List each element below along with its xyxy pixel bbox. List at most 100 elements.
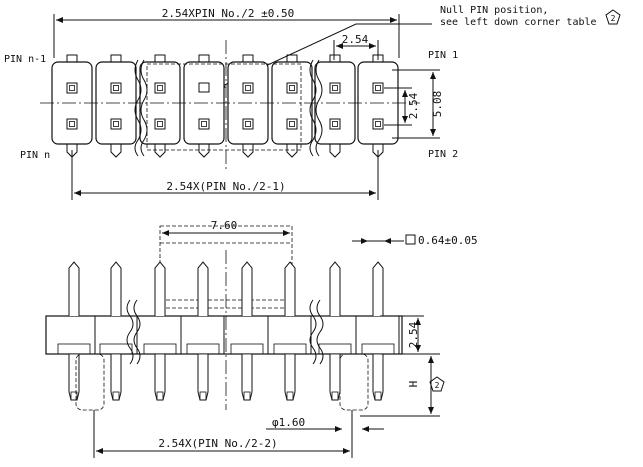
dim-pitch: [333, 40, 379, 60]
dim-h-label: H: [407, 381, 420, 388]
square-icon: [405, 234, 416, 245]
label-pin-2: PIN 2: [428, 149, 458, 160]
top-pin-tail: [242, 144, 254, 158]
top-pin-head: [154, 54, 166, 62]
top-pin-tail: [154, 144, 166, 158]
side-pin-tip: [70, 391, 78, 401]
dim-outer-height: [392, 69, 440, 139]
top-pin-tail: [110, 144, 122, 158]
pin-square: [329, 118, 341, 130]
side-pin-tip: [199, 391, 207, 401]
dim-width-label: 7.60: [211, 219, 238, 232]
note-badge-icon: 2: [605, 9, 621, 25]
pin-square-inner: [69, 85, 75, 91]
dim-h: [360, 356, 440, 417]
top-break-marks: [134, 59, 323, 157]
top-pin-head: [242, 54, 254, 62]
side-pin-upper: [284, 261, 296, 316]
dim-bottom-top-view: [71, 150, 379, 200]
side-pin-upper: [68, 261, 80, 316]
side-pin-lower: [241, 354, 253, 401]
dim-bottom-top-label: 2.54X(PIN No./2-1): [166, 180, 285, 193]
side-pin-upper: [197, 261, 209, 316]
dim-overall-label: 2.54XPIN No./2 ±0.50: [162, 7, 294, 20]
side-pin-lower: [284, 354, 296, 401]
pin-square: [372, 118, 384, 130]
pin-square-inner: [201, 121, 207, 127]
pin-square-inner: [375, 85, 381, 91]
label-pin-1: PIN 1: [428, 50, 458, 61]
standoff-left: [75, 353, 105, 411]
pin-square: [242, 118, 254, 130]
pin-square: [66, 82, 78, 94]
h-badge-number: 2: [435, 381, 440, 390]
null-pin-square: [198, 82, 210, 93]
dim-pitch-label: 2.54: [342, 33, 369, 46]
side-pin-upper: [372, 261, 384, 316]
side-pin-tip: [286, 391, 294, 401]
dim-pin-square-label: 0.64±0.05: [418, 234, 478, 247]
side-pin-tip: [112, 391, 120, 401]
body-step: [361, 343, 395, 355]
side-break-marks: [126, 299, 324, 365]
pin-square: [329, 82, 341, 94]
pin-square: [372, 82, 384, 94]
top-pin-head: [66, 54, 78, 62]
top-body-blocks: [51, 54, 399, 158]
pin-square: [286, 118, 298, 130]
h-badge-icon: 2: [429, 376, 445, 392]
pin-square-inner: [289, 121, 295, 127]
side-pin-tip: [243, 391, 251, 401]
standoff-right: [339, 353, 369, 411]
pin-square-inner: [157, 85, 163, 91]
pin-square-inner: [245, 85, 251, 91]
side-pin-lower: [110, 354, 122, 401]
pin-square-inner: [69, 121, 75, 127]
body-step: [57, 343, 91, 355]
top-view: 2.54XPIN No./2 ±0.50 Null PIN position, …: [4, 5, 621, 200]
dim-row-pitch-label: 2.54: [407, 92, 420, 119]
dim-height-pitch: [380, 315, 440, 355]
body-step: [318, 343, 352, 355]
pin-square: [154, 118, 166, 130]
side-pin-lower: [197, 354, 209, 401]
label-pin-n-1: PIN n-1: [4, 54, 46, 65]
side-pin-lower: [68, 354, 80, 401]
side-pin-tip: [374, 391, 382, 401]
side-pin-upper: [241, 261, 253, 316]
dim-row-pitch: [384, 87, 412, 126]
note-badge-number: 2: [611, 14, 616, 23]
side-pin-upper: [110, 261, 122, 316]
side-pin-lower: [154, 354, 166, 401]
pin-square: [154, 82, 166, 94]
pin-square-inner: [332, 85, 338, 91]
body-step: [186, 343, 220, 355]
pin-square-inner: [113, 85, 119, 91]
dim-outer-height-label: 5.08: [431, 91, 444, 118]
dim-bottom-side-label: 2.54X(PIN No./2-2): [158, 437, 277, 450]
pin-square-inner: [245, 121, 251, 127]
dim-height-pitch-label: 2.54: [407, 321, 420, 348]
body-step: [99, 343, 133, 355]
top-pin-head: [198, 54, 210, 62]
top-pin-tail: [198, 144, 210, 158]
side-view: 7.60 0.64±0.05 2.54 H: [45, 219, 478, 458]
dim-overall-width: [53, 14, 400, 58]
dim-diameter-label: φ1.60: [272, 416, 305, 429]
pin-square: [110, 82, 122, 94]
top-pin-tail: [329, 144, 341, 158]
side-pin-upper: [329, 261, 341, 316]
top-pin-head: [110, 54, 122, 62]
pin-square: [110, 118, 122, 130]
side-pin-lower: [329, 354, 341, 401]
pin-square-inner: [113, 121, 119, 127]
top-pin-tail: [286, 144, 298, 158]
side-pin-tip: [331, 391, 339, 401]
pin-square: [286, 82, 298, 94]
pin-square: [242, 82, 254, 94]
side-pin-tip: [156, 391, 164, 401]
null-pin-note-line2: see left down corner table: [440, 17, 597, 28]
side-pins: [45, 261, 403, 411]
top-pin-head: [329, 54, 341, 62]
